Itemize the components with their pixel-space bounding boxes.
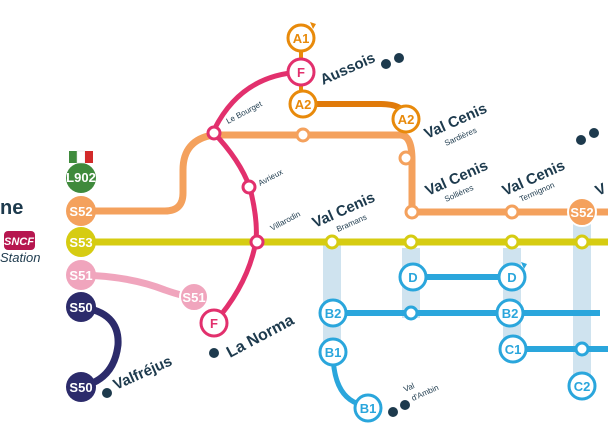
svg-text:S52: S52 bbox=[69, 204, 92, 219]
line-s50 bbox=[79, 303, 122, 391]
ski-lift-icon bbox=[209, 348, 219, 358]
svg-text:S51: S51 bbox=[182, 290, 205, 305]
badge-s52-right[interactable]: S52 bbox=[567, 197, 597, 227]
badge-f-bottom[interactable]: F bbox=[199, 308, 229, 338]
ski-lift-icon bbox=[102, 388, 112, 398]
badge-l902[interactable]: L902 bbox=[66, 163, 96, 193]
svg-text:D: D bbox=[507, 270, 516, 285]
label-aussois: Aussois bbox=[318, 49, 378, 88]
svg-text:D: D bbox=[408, 270, 417, 285]
label-dambin: d'Ambin bbox=[410, 383, 440, 403]
station-title-fragment: ne bbox=[0, 197, 23, 219]
badge-b1-top[interactable]: B1 bbox=[318, 337, 348, 367]
svg-text:S51: S51 bbox=[69, 268, 92, 283]
plane-icon bbox=[394, 53, 404, 63]
svg-text:S50: S50 bbox=[69, 300, 92, 315]
line-s51 bbox=[79, 271, 195, 301]
svg-text:S53: S53 bbox=[69, 235, 92, 250]
label-villarodin: Villarodin bbox=[269, 209, 302, 232]
badge-s51[interactable]: S51 bbox=[66, 260, 96, 290]
station-subtitle: Station bbox=[0, 250, 40, 265]
badge-s50-bottom[interactable]: S50 bbox=[66, 372, 96, 402]
label-avrieux: Avrieux bbox=[257, 167, 285, 187]
svg-text:A2: A2 bbox=[295, 97, 312, 112]
badge-s53[interactable]: S53 bbox=[66, 227, 96, 257]
badge-c1[interactable]: C1 bbox=[498, 334, 528, 364]
svg-text:A2: A2 bbox=[398, 112, 415, 127]
svg-text:SNCF: SNCF bbox=[4, 236, 34, 248]
b2-stops bbox=[403, 305, 419, 321]
svg-text:A1: A1 bbox=[293, 31, 310, 46]
badge-c2[interactable]: C2 bbox=[567, 371, 597, 401]
svg-text:B2: B2 bbox=[325, 306, 342, 321]
c1-stops bbox=[574, 341, 590, 357]
svg-text:C1: C1 bbox=[505, 342, 522, 357]
badge-f-top[interactable]: F bbox=[286, 57, 316, 87]
badge-b2-right[interactable]: B2 bbox=[495, 298, 525, 328]
ski-lift-icon bbox=[576, 135, 586, 145]
label-partial-v: V bbox=[593, 180, 608, 200]
plane-icon bbox=[400, 400, 410, 410]
ski-lift-icon bbox=[388, 407, 398, 417]
svg-text:S52: S52 bbox=[570, 205, 593, 220]
svg-text:F: F bbox=[210, 316, 218, 331]
svg-text:F: F bbox=[297, 65, 305, 80]
s53-stops bbox=[324, 234, 590, 250]
badge-s52[interactable]: S52 bbox=[66, 196, 96, 226]
italy-flag-icon bbox=[69, 150, 93, 164]
badge-a2-right[interactable]: A2 bbox=[391, 104, 421, 134]
badge-a1[interactable]: A1 bbox=[286, 22, 316, 53]
badge-b1-bottom[interactable]: B1 bbox=[353, 393, 383, 423]
badge-s50-top[interactable]: S50 bbox=[66, 292, 96, 322]
badge-d-left[interactable]: D bbox=[398, 262, 428, 292]
badge-b2-left[interactable]: B2 bbox=[318, 298, 348, 328]
badge-s51-end[interactable]: S51 bbox=[179, 282, 209, 312]
label-valfrejus: Valfréjus bbox=[111, 353, 175, 394]
label-la-norma: La Norma bbox=[224, 312, 297, 362]
f-line-stops bbox=[206, 125, 265, 250]
svg-text:S50: S50 bbox=[69, 380, 92, 395]
svg-text:B1: B1 bbox=[325, 345, 342, 360]
svg-text:B1: B1 bbox=[360, 401, 377, 416]
badge-d-right[interactable]: D bbox=[497, 262, 527, 292]
svg-text:C2: C2 bbox=[574, 379, 591, 394]
badge-a2-left[interactable]: A2 bbox=[288, 89, 318, 119]
label-val: Val bbox=[402, 381, 416, 394]
s52-stops bbox=[295, 127, 520, 220]
plane-icon bbox=[589, 128, 599, 138]
svg-text:L902: L902 bbox=[66, 170, 96, 185]
ski-lift-icon bbox=[381, 59, 391, 69]
svg-text:B2: B2 bbox=[502, 306, 519, 321]
line-s52 bbox=[80, 131, 608, 216]
sncf-logo: SNCF bbox=[4, 231, 35, 250]
